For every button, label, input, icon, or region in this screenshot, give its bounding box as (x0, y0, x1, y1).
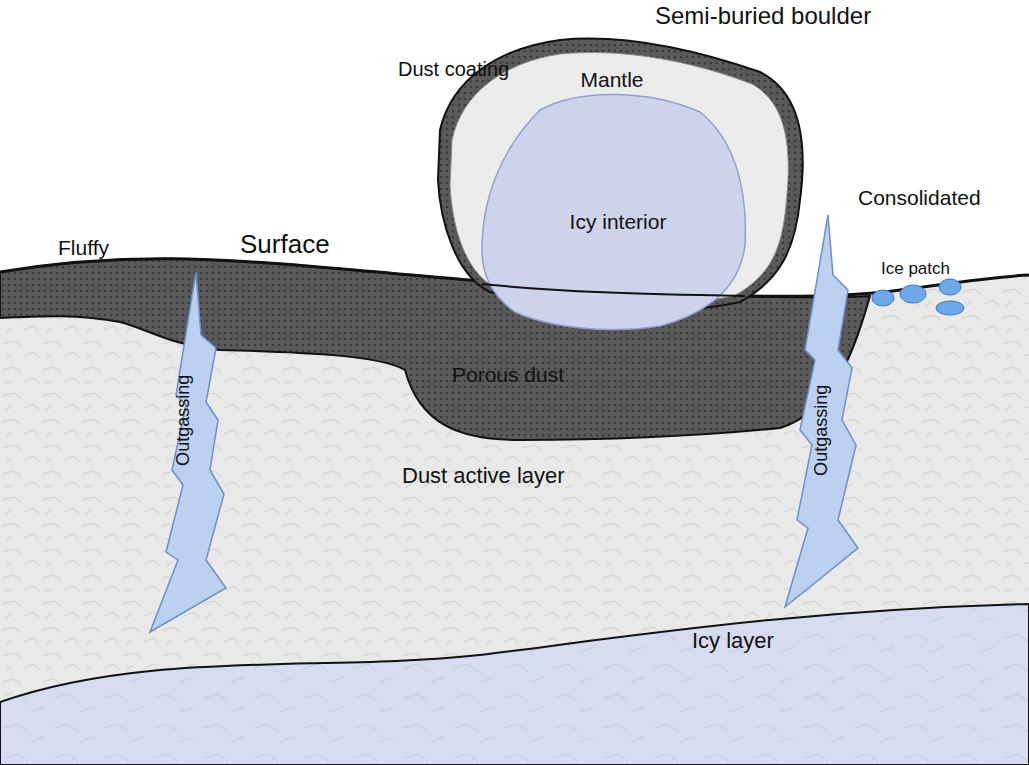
surface-line (482, 284, 745, 296)
icy-interior (482, 94, 745, 329)
outgassing-arrow (150, 272, 226, 632)
region-node: Icy layer (680, 620, 820, 660)
text-label: Dust active layer (402, 463, 565, 488)
outgassing-arrow (785, 215, 858, 607)
text-label: Consolidated (858, 186, 981, 210)
text-label: Semi-buried boulder (655, 2, 871, 30)
region-node: Porous dust (440, 355, 620, 395)
dust-active-layer (0, 259, 1029, 765)
text-label: Fluffy (58, 236, 109, 260)
text-label: Porous dust (452, 363, 564, 387)
ice-patch (872, 279, 964, 315)
text-label: Outgassing (812, 384, 833, 475)
text-label: Outgassing (174, 374, 195, 465)
region-node: Semi-buried boulderMantleIcy interior (440, 40, 805, 315)
text-label: Icy layer (692, 628, 774, 653)
text-label: Dust coating (398, 58, 509, 81)
text-label: Mantle (580, 68, 643, 92)
text-label: Icy interior (570, 210, 667, 234)
text-label: Surface (240, 230, 330, 260)
region-node: Dust active layer (390, 455, 630, 495)
region-node: Icy interior (480, 100, 750, 330)
text-label: Ice patch (881, 259, 950, 279)
